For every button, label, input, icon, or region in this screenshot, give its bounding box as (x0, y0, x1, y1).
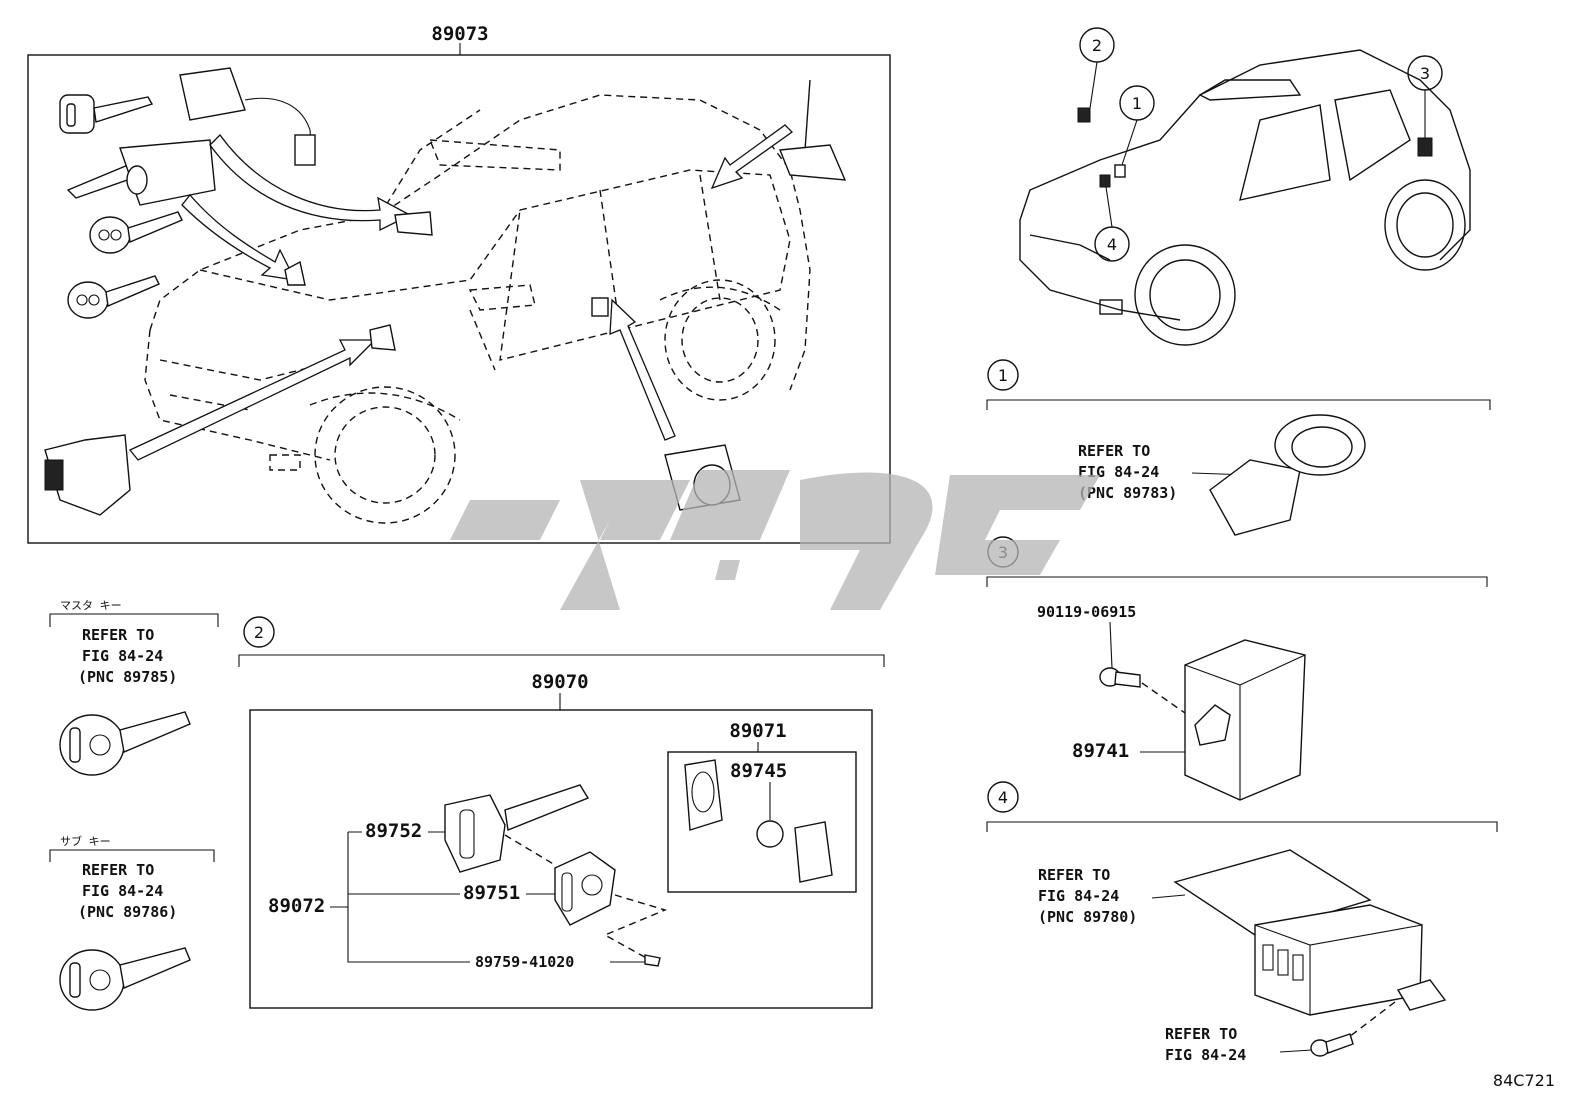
ref-text: FIG 84-24 (82, 882, 163, 900)
ref-text: (PNC 89783) (1078, 484, 1177, 502)
ref-text: FIG 84-24 (1038, 887, 1119, 905)
master-key-ref: マスタ キー REFER TO FIG 84-24 (PNC 89785) (49, 599, 219, 776)
key-image (59, 94, 154, 134)
svg-text:1: 1 (998, 366, 1008, 385)
ignition-cylinder-image (66, 139, 216, 206)
svg-text:2: 2 (254, 623, 264, 642)
section-3: 3 90119-06915 89741 (986, 536, 1488, 801)
ref-text: (PNC 89785) (78, 668, 177, 686)
ref-text: REFER TO (1038, 866, 1110, 884)
door-lock-image (44, 434, 131, 516)
control-module-image (1254, 904, 1447, 1016)
callout-4: 4 (1094, 186, 1130, 262)
watermark-logo (450, 470, 1100, 610)
section-4: 4 REFER TO FIG 84-24 (PNC 89780) REFER T… (986, 781, 1498, 1064)
ref-text: (PNC 89780) (1038, 908, 1137, 926)
svg-text:1: 1 (1132, 94, 1142, 113)
ref-text: REFER TO (82, 861, 154, 879)
figure-code: 84C721 (1493, 1071, 1555, 1090)
sub-kit-box (667, 751, 857, 893)
ref-text: REFER TO (82, 626, 154, 644)
part-label-89745: 89745 (730, 760, 787, 782)
section-1: 1 REFER TO FIG 84-24 (PNC 89783) (986, 359, 1491, 536)
key-head-image (554, 851, 616, 926)
lock-assembly-image (179, 67, 316, 166)
svg-text:2: 2 (1092, 36, 1102, 55)
part-label-89741: 89741 (1072, 740, 1129, 762)
part-label-89072: 89072 (268, 895, 325, 917)
rear-lock-image (779, 79, 847, 181)
transponder-housing-image (684, 759, 723, 831)
ref-text: REFER TO (1165, 1025, 1237, 1043)
key-image (59, 711, 191, 776)
sub-key-ref: サブ キー REFER TO FIG 84-24 (PNC 89786) (49, 834, 215, 1011)
part-label-89752: 89752 (365, 820, 422, 842)
ref-text: REFER TO (1078, 442, 1150, 460)
kit-box (249, 709, 873, 1009)
svg-text:4: 4 (998, 788, 1008, 807)
part-label-89070: 89070 (531, 671, 588, 693)
callout-2: 2 (1079, 27, 1115, 109)
part-label-89073: 89073 (431, 23, 488, 45)
battery-image (756, 820, 784, 848)
key-image (89, 211, 183, 254)
section-2: 2 89070 89071 89745 (238, 616, 885, 1009)
key-blank-image (444, 784, 590, 873)
svg-text:4: 4 (1107, 235, 1117, 254)
immobilizer-coil-image (1209, 414, 1366, 536)
caption-text: サブ キー (60, 834, 111, 848)
callout-3: 3 (1407, 55, 1443, 138)
overview-panel: 89073 (27, 23, 891, 544)
ref-text: FIG 84-24 (82, 647, 163, 665)
svg-text:3: 3 (1420, 64, 1430, 83)
vehicle-outline-small (1019, 49, 1471, 346)
key-image (59, 947, 191, 1011)
bolt-image (1310, 1033, 1354, 1057)
ecu-box-image (1184, 639, 1306, 801)
transponder-chip-image (794, 821, 833, 883)
key-image (67, 275, 160, 319)
caption-text: マスタ キー (60, 599, 122, 612)
bolt-image (1099, 667, 1141, 688)
ref-text: FIG 84-24 (1165, 1046, 1246, 1064)
part-label-89751: 89751 (463, 882, 520, 904)
part-label-89071: 89071 (729, 720, 786, 742)
ref-text: (PNC 89786) (78, 903, 177, 921)
location-arrows (128, 124, 794, 461)
part-label-89759-41020: 89759-41020 (475, 953, 574, 971)
callout-1: 1 (1119, 85, 1155, 166)
part-label-90119-06915: 90119-06915 (1037, 603, 1136, 621)
vehicle-outline-large (144, 94, 811, 524)
